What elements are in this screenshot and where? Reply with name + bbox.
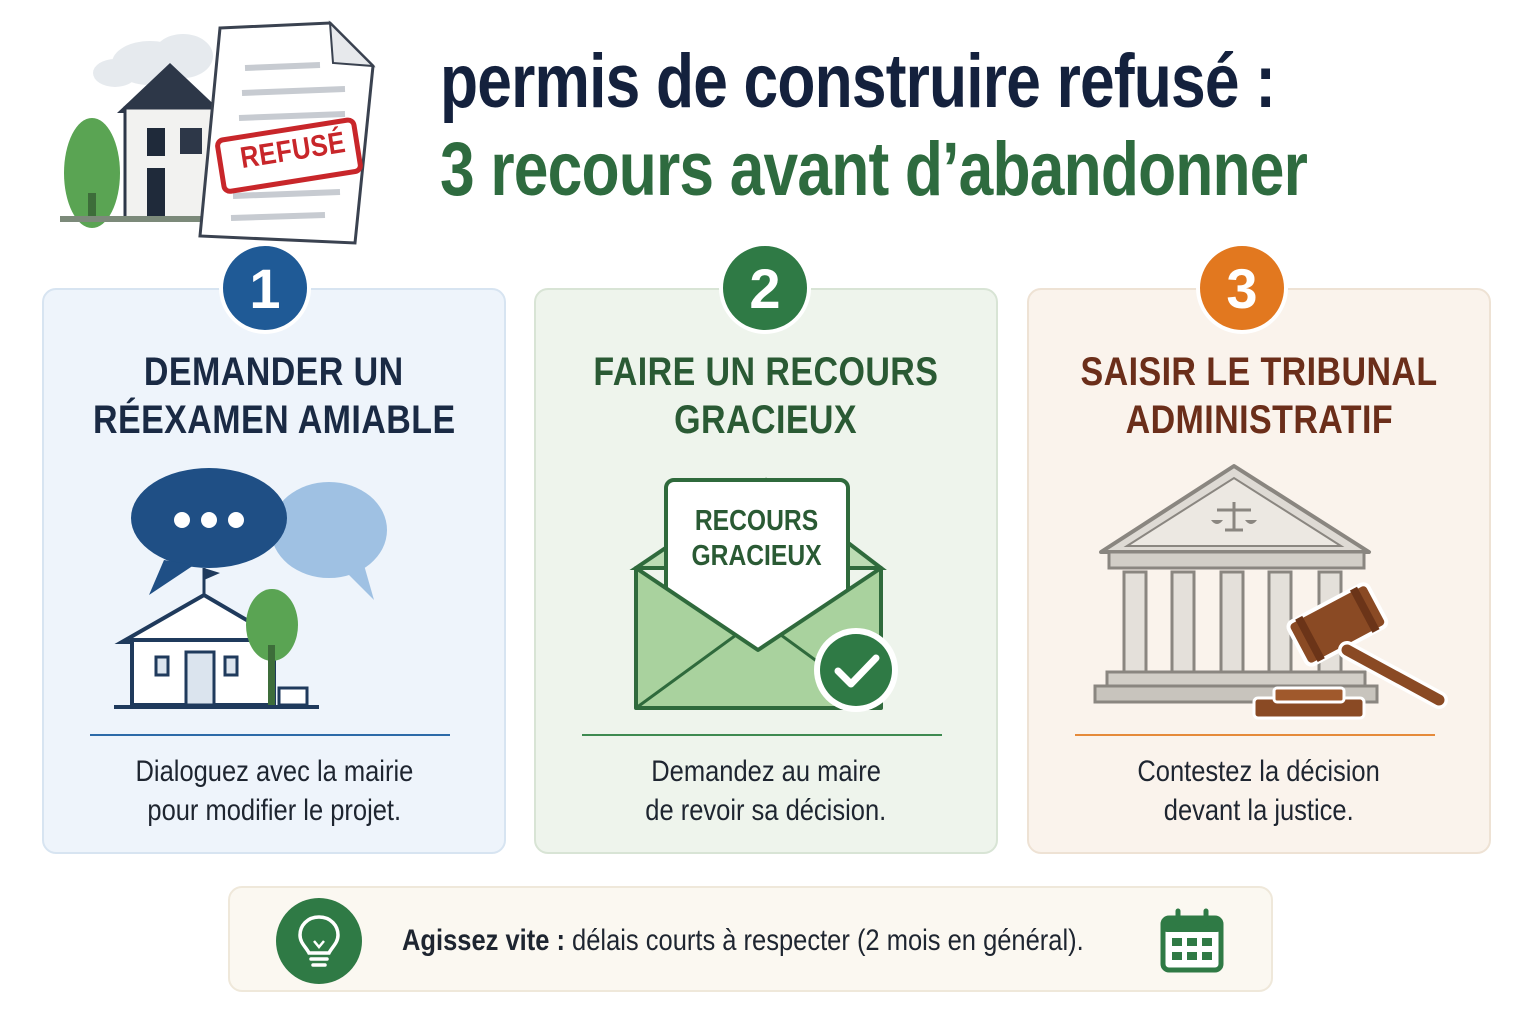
cloud-icon xyxy=(93,34,213,87)
card-reexamen-amiable: DEMANDER UN RÉEXAMEN AMIABLE xyxy=(42,288,506,854)
card-title: SAISIR LE TRIBUNAL ADMINISTRATIF xyxy=(1080,350,1438,442)
refused-document-icon xyxy=(198,20,376,245)
divider xyxy=(582,734,942,736)
title-line-1: permis de construire refusé : xyxy=(440,39,1276,124)
footer-message: Agissez vite : délais courts à respecter… xyxy=(402,924,1084,957)
tree-icon xyxy=(64,118,120,228)
divider xyxy=(90,734,450,736)
header-illustration: REFUSÉ xyxy=(55,18,385,253)
card-tribunal-administratif: SAISIR LE TRIBUNAL ADMINISTRATIF xyxy=(1027,288,1491,854)
page-title: permis de construire refusé : 3 recours … xyxy=(440,38,1500,214)
courthouse-gavel-icon xyxy=(1029,460,1489,720)
divider xyxy=(1075,734,1435,736)
calendar-icon xyxy=(1158,908,1226,976)
card-description: Dialoguez avec la mairie pour modifier l… xyxy=(135,755,413,827)
step-number-3: 3 xyxy=(1196,242,1288,334)
step-number-2: 2 xyxy=(719,242,811,334)
speech-bubbles-town-hall-icon xyxy=(44,460,504,720)
step-number-1: 1 xyxy=(219,242,311,334)
card-title: FAIRE UN RECOURS GRACIEUX xyxy=(593,350,939,442)
card-title: DEMANDER UN RÉEXAMEN AMIABLE xyxy=(92,350,456,442)
footer-tip: Agissez vite : délais courts à respecter… xyxy=(228,886,1273,992)
card-description: Contestez la décision devant la justice. xyxy=(1137,755,1381,827)
card-description: Demandez au maire de revoir sa décision. xyxy=(645,755,887,827)
lightbulb-icon xyxy=(276,898,362,984)
card-recours-gracieux: FAIRE UN RECOURS GRACIEUX RECOURS GRACIE… xyxy=(534,288,998,854)
title-line-2: 3 recours avant d’abandonner xyxy=(440,127,1308,212)
envelope-letter-check-icon: RECOURS GRACIEUX xyxy=(536,460,996,720)
letter-text: RECOURS GRACIEUX xyxy=(691,505,823,572)
